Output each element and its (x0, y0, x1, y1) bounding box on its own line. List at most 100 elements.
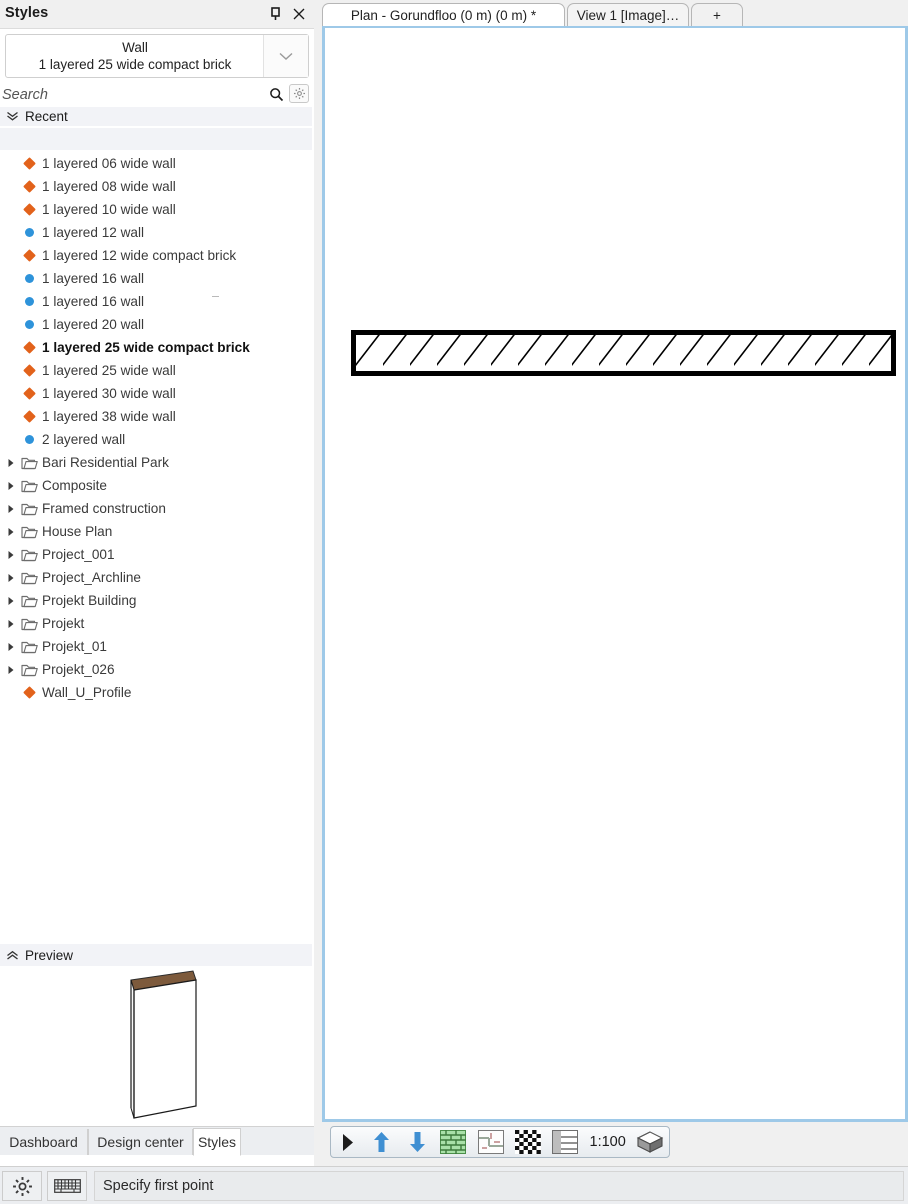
tree-item-style[interactable]: 1 layered 20 wall (0, 313, 312, 336)
expand-arrow-icon[interactable] (4, 635, 18, 658)
command-prompt-field[interactable]: Specify first point (94, 1171, 904, 1201)
folder-icon (18, 658, 40, 681)
tree-item-folder[interactable]: Projekt_026 (0, 658, 312, 681)
diamond-orange-icon (18, 175, 40, 198)
chevron-down-icon[interactable] (263, 35, 308, 77)
panel-tab-strip: Dashboard Design center Styles (0, 1126, 314, 1156)
circle-blue-icon (18, 267, 40, 290)
folder-icon (18, 497, 40, 520)
tree-item-label: 1 layered 16 wall (42, 271, 145, 286)
close-icon[interactable] (288, 3, 310, 25)
tree-item-label: 1 layered 30 wide wall (42, 386, 176, 401)
tree-item-style[interactable]: 1 layered 30 wide wall (0, 382, 312, 405)
tree-item-label: Projekt Building (42, 593, 137, 608)
gear-icon (12, 1176, 32, 1196)
tab-dashboard[interactable]: Dashboard (0, 1129, 88, 1155)
cursor-arrow-icon[interactable] (331, 1127, 364, 1157)
expand-arrow-icon[interactable] (4, 520, 18, 543)
tree-item-style[interactable]: 1 layered 12 wide compact brick (0, 244, 312, 267)
folder-icon (18, 566, 40, 589)
search-input[interactable] (2, 84, 260, 106)
expand-arrow-icon[interactable] (4, 451, 18, 474)
tree-item-label: Projekt_026 (42, 662, 115, 677)
expand-arrow-icon[interactable] (4, 497, 18, 520)
tree-item-folder[interactable]: Projekt (0, 612, 312, 635)
scale-indicator[interactable]: 1:100 (589, 1134, 626, 1150)
folder-icon (18, 589, 40, 612)
tab-view-1-image[interactable]: View 1 [Image]… (567, 3, 689, 26)
expand-arrow-icon[interactable] (4, 543, 18, 566)
wall-object[interactable] (351, 330, 896, 376)
add-tab-button[interactable]: + (691, 3, 743, 26)
folder-icon (18, 543, 40, 566)
tree-item-label: Projekt (42, 616, 85, 631)
tree-item-style[interactable]: 1 layered 06 wide wall (0, 152, 312, 175)
tree-item-folder[interactable]: Framed construction (0, 497, 312, 520)
tree-item-folder[interactable]: Project_Archline (0, 566, 312, 589)
tree-item-style[interactable]: 1 layered 25 wide wall (0, 359, 312, 382)
panel-titlebar: Styles (0, 0, 314, 29)
preview-section-header[interactable]: Preview (0, 944, 312, 966)
tree-item-style[interactable]: 1 layered 12 wall (0, 221, 312, 244)
tree-item-style[interactable]: 1 layered 38 wide wall (0, 405, 312, 428)
wall-3d-preview-icon (130, 970, 197, 1119)
tree-item-label: Project_001 (42, 547, 115, 562)
diamond-orange-icon (18, 336, 40, 359)
expand-arrow-icon[interactable] (4, 474, 18, 497)
expand-arrow-icon[interactable] (4, 658, 18, 681)
tree-item-style[interactable]: 1 layered 25 wide compact brick (0, 336, 312, 359)
drawing-canvas[interactable] (325, 28, 905, 1119)
preview-viewport[interactable] (0, 966, 312, 1126)
search-icon[interactable] (267, 85, 285, 103)
tree-item-style[interactable]: 1 layered 08 wide wall (0, 175, 312, 198)
expand-arrow-icon[interactable] (4, 566, 18, 589)
keyboard-icon (53, 1179, 81, 1193)
wall-hatch-fill (356, 335, 891, 371)
tree-item-style[interactable]: 2 layered wall (0, 428, 312, 451)
tree-item-folder[interactable]: Project_001 (0, 543, 312, 566)
arrow-up-icon[interactable] (364, 1127, 399, 1157)
arrow-down-icon[interactable] (400, 1127, 435, 1157)
tree-item-folder[interactable]: House Plan (0, 520, 312, 543)
3d-cube-icon[interactable] (632, 1127, 669, 1157)
tab-plan-groundfloor[interactable]: Plan - Gorundfloo (0 m) (0 m) * (322, 3, 565, 26)
tree-item-folder[interactable]: Projekt Building (0, 589, 312, 612)
search-row (0, 84, 314, 106)
brick-wall-icon[interactable] (435, 1127, 472, 1157)
expand-arrow-icon[interactable] (4, 612, 18, 635)
tree-item-label: 1 layered 10 wide wall (42, 202, 176, 217)
status-keyboard-button[interactable] (47, 1171, 87, 1201)
tab-styles[interactable]: Styles (193, 1128, 241, 1156)
style-selector-text: Wall 1 layered 25 wide compact brick (6, 35, 264, 77)
tree-item-folder[interactable]: Bari Residential Park (0, 451, 312, 474)
tree-item-style[interactable]: 1 layered 16 wall (0, 267, 312, 290)
page-title: Styles (5, 5, 49, 21)
diamond-orange-icon (18, 405, 40, 428)
tree-item-folder[interactable]: Projekt_01 (0, 635, 312, 658)
style-name-label: 1 layered 25 wide compact brick (38, 56, 232, 72)
tree-item-label: Project_Archline (42, 570, 141, 585)
tree-item-label: Composite (42, 478, 107, 493)
tree-item-style[interactable]: 1 layered 16 wall (0, 290, 312, 313)
preview-label: Preview (25, 947, 74, 963)
tree-item-style[interactable]: 1 layered 10 wide wall (0, 198, 312, 221)
pin-icon[interactable] (264, 3, 286, 25)
status-settings-button[interactable] (2, 1171, 42, 1201)
folder-icon (18, 635, 40, 658)
tree-item-label: 1 layered 12 wide compact brick (42, 248, 237, 263)
checkerboard-icon[interactable] (509, 1127, 546, 1157)
tree-item-style[interactable]: Wall_U_Profile (0, 681, 312, 704)
tree-item-label: 1 layered 25 wide compact brick (42, 340, 250, 355)
folder-icon (18, 520, 40, 543)
tab-design-center[interactable]: Design center (88, 1129, 193, 1155)
style-selector-combo[interactable]: Wall 1 layered 25 wide compact brick (5, 34, 309, 78)
expand-arrow-icon[interactable] (4, 589, 18, 612)
recent-section-header[interactable]: Recent (0, 107, 312, 126)
layers-icon[interactable] (546, 1127, 583, 1157)
floor-plan-icon[interactable] (472, 1127, 509, 1157)
search-settings-button[interactable] (289, 84, 309, 103)
tree-item-folder[interactable]: Composite (0, 474, 312, 497)
folder-icon (18, 612, 40, 635)
